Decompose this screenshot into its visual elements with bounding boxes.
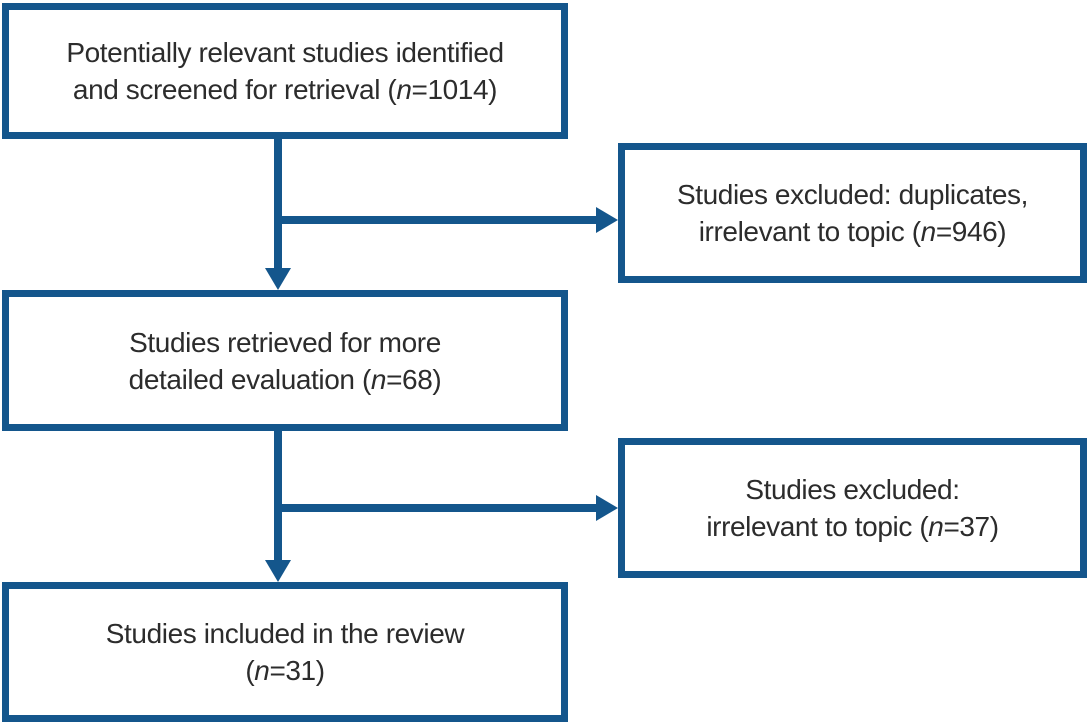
text-line: and screened for retrieval (n=1014) (72, 74, 498, 105)
n-variable: n (396, 74, 412, 105)
node-retrieved-text: Studies retrieved for more detailed eval… (129, 324, 442, 398)
text-line: Studies excluded: duplicates, (676, 179, 1029, 210)
text-segment: =68) (386, 363, 442, 395)
text-segment: irrelevant to topic ( (706, 511, 929, 542)
text-line: irrelevant to topic (n=37) (706, 511, 999, 542)
text-line: Studies excluded: (745, 474, 960, 505)
node-identified: Potentially relevant studies identified … (2, 3, 568, 139)
text-segment: irrelevant to topic ( (698, 216, 921, 247)
arrow-head-right-excluded-duplicates (596, 207, 618, 233)
text-segment: ( (245, 655, 255, 686)
arrow-head-down-retrieved-to-included (265, 560, 291, 582)
node-excluded-duplicates: Studies excluded: duplicates, irrelevant… (618, 143, 1087, 283)
text-segment: and screened for retrieval ( (72, 74, 397, 105)
text-line: detailed evaluation (n=68) (129, 364, 442, 395)
text-segment: =946) (935, 216, 1007, 247)
node-identified-text: Potentially relevant studies identified … (66, 34, 504, 108)
arrow-shaft-identified-to-retrieved (274, 139, 282, 269)
text-line: (n=31) (245, 655, 325, 686)
text-line: Studies retrieved for more (129, 326, 441, 358)
arrow-shaft-retrieved-to-included (274, 431, 282, 561)
arrow-shaft-branch-excluded-duplicates (278, 216, 598, 224)
n-variable: n (254, 655, 270, 686)
arrow-head-down-identified-to-retrieved (265, 268, 291, 290)
text-segment: =37) (943, 511, 999, 542)
arrow-head-right-excluded-irrelevant (596, 495, 618, 521)
n-variable: n (370, 363, 387, 395)
text-segment: =31) (269, 655, 325, 686)
node-retrieved: Studies retrieved for more detailed eval… (2, 290, 568, 431)
node-included-text: Studies included in the review (n=31) (105, 615, 465, 689)
node-excluded-irrelevant: Studies excluded: irrelevant to topic (n… (618, 438, 1087, 578)
text-segment: detailed evaluation ( (128, 363, 372, 395)
node-included: Studies included in the review (n=31) (2, 582, 568, 722)
text-line: irrelevant to topic (n=946) (699, 216, 1007, 247)
text-segment: =1014) (411, 74, 498, 105)
n-variable: n (928, 511, 944, 542)
arrow-shaft-branch-excluded-irrelevant (278, 504, 598, 512)
text-line: Potentially relevant studies identified (66, 37, 504, 68)
text-line: Studies included in the review (105, 618, 465, 649)
n-variable: n (920, 216, 937, 247)
node-excluded-irrelevant-text: Studies excluded: irrelevant to topic (n… (706, 471, 999, 545)
node-excluded-duplicates-text: Studies excluded: duplicates, irrelevant… (677, 176, 1028, 250)
